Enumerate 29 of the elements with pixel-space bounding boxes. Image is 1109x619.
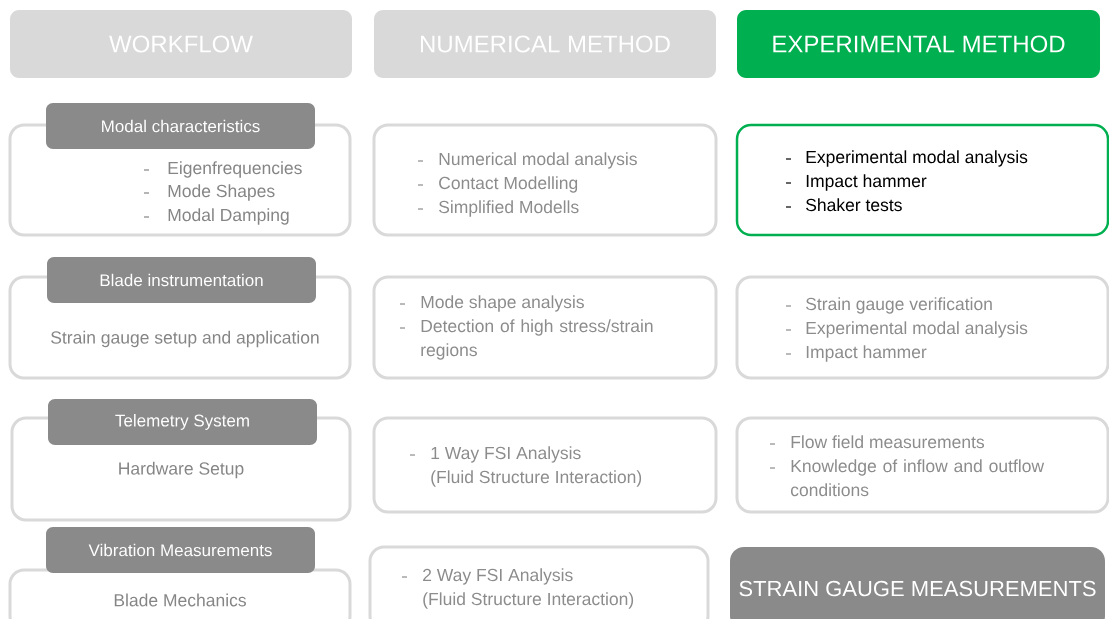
bullet-item: Shaker tests	[785, 198, 902, 212]
bullet-item: Experimental modal analysis	[785, 150, 1028, 167]
bullet-item: Knowledge of inflow and outflow conditions	[769, 459, 1045, 497]
list-text: (Fluid Structure Interaction)	[423, 592, 634, 609]
bullet-item: Mode Shapes	[143, 184, 275, 201]
bullet-item: Detection of high stress/strain regions	[399, 319, 653, 360]
bullet-item: Simplified Modells	[417, 200, 579, 217]
bullet-item: Contact Modelling	[417, 176, 578, 193]
bullet-item: Impact hammer	[785, 174, 927, 191]
bullet-item: Experimental modal analysis	[785, 321, 1028, 338]
tab-label: Vibration Measurements	[46, 527, 315, 573]
bullet-item: Strain gauge verification	[785, 297, 992, 314]
body-text: Hardware Setup	[119, 461, 244, 479]
bullet-item: Flow field measurements	[769, 435, 985, 449]
tab-label: Modal characteristics	[46, 103, 315, 149]
tab-label: Telemetry System	[48, 399, 317, 445]
header-box: EXPERIMENTAL METHOD	[737, 10, 1100, 78]
tab-label: Blade instrumentation	[47, 257, 316, 303]
bullet-item: Numerical modal analysis	[417, 152, 637, 169]
bullet-item: 1 Way FSI Analysis	[409, 446, 581, 463]
bullet-item: Impact hammer	[785, 345, 927, 362]
bullet-item: 2 Way FSI Analysis	[401, 568, 573, 585]
bullet-item: Eigenfrequencies	[143, 161, 302, 178]
body-text: Strain gauge setup and application	[51, 330, 319, 348]
list-text: (Fluid Structure Interaction)	[431, 470, 642, 487]
bullet-item: Mode shape analysis	[399, 295, 584, 312]
bullet-item: Modal Damping	[143, 208, 289, 225]
filled-box: STRAIN GAUGE MEASUREMENTS	[730, 547, 1105, 619]
body-text: Blade Mechanics	[114, 593, 246, 607]
